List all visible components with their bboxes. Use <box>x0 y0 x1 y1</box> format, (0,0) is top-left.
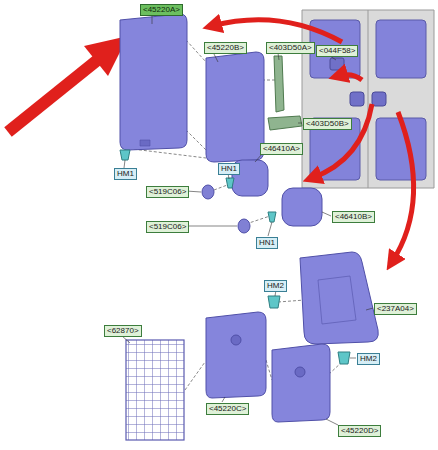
clip-hm1 <box>120 150 130 160</box>
callout-number: HM1 <box>114 168 137 180</box>
callout-number: HM2 <box>357 353 380 365</box>
housing-46410b <box>282 188 322 226</box>
panel-45220d <box>272 344 330 422</box>
callout-number: HN1 <box>218 163 240 175</box>
callout-number: <45220B> <box>204 42 247 54</box>
panel-45220b <box>206 52 264 162</box>
callout-number: <044F58> <box>316 45 358 57</box>
callout-number: <45220D> <box>338 425 381 437</box>
clip-hm2 <box>268 296 280 308</box>
bracket-403d50a <box>274 56 284 112</box>
callout-number: <519C06> <box>146 186 189 198</box>
callout-number: <519C06> <box>146 221 189 233</box>
clip-hn1 <box>268 212 276 222</box>
callout-number: <46410A> <box>260 143 303 155</box>
callout-number: <45220A> <box>140 4 183 16</box>
bracket-403d50b <box>268 116 302 130</box>
cap-519c06 <box>238 219 250 233</box>
clip-hn1 <box>226 178 234 188</box>
callout-number: <45220C> <box>206 403 249 415</box>
callout-number: <403D50B> <box>303 118 352 130</box>
callout-number: <46410B> <box>332 211 375 223</box>
callout-number: <62870> <box>104 325 142 337</box>
callout-number: HN1 <box>256 237 278 249</box>
callout-number: <237A04> <box>374 303 417 315</box>
callout-number: HM2 <box>264 280 287 292</box>
rear-doors <box>302 10 434 188</box>
callout-number: <403D50A> <box>266 42 315 54</box>
net-62870 <box>126 340 184 440</box>
pointer-arrow <box>8 58 100 132</box>
panel-45220c <box>206 312 266 398</box>
clip-hm2 <box>338 352 350 364</box>
trim-237a04 <box>300 252 378 344</box>
panel-45220a <box>120 14 187 150</box>
cap-519c06 <box>202 185 214 199</box>
